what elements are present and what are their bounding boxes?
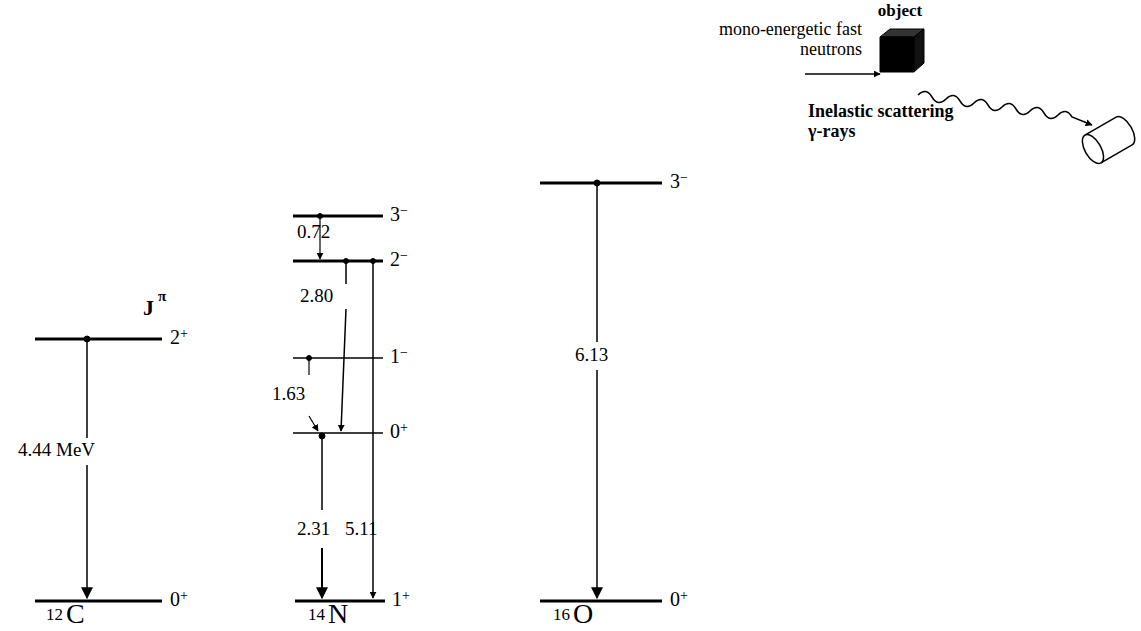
level-energy: 2.80	[300, 286, 333, 307]
level-energy: 2.31	[297, 519, 330, 540]
spin-parity: 2−	[390, 248, 408, 270]
spin-axis-label: J	[143, 296, 154, 320]
spin-parity: 2+	[170, 326, 188, 348]
mass-number: 14	[308, 606, 325, 625]
gamma-label: Inelastic scattering γ-rays	[808, 102, 958, 142]
level-energy: 6.13	[575, 345, 608, 366]
element-symbol: O	[573, 599, 593, 630]
beam-label: mono-energetic fast neutrons	[712, 20, 862, 60]
object-cube: object	[862, 2, 938, 77]
spin-parity: 0+	[170, 588, 188, 610]
spin-parity: 3−	[670, 170, 688, 192]
level-energy: 4.44 MeV	[18, 440, 95, 461]
level-energy: 5.11	[345, 519, 378, 540]
spin-parity: 1+	[392, 588, 410, 610]
cube-shape	[862, 27, 938, 77]
element-symbol: N	[328, 599, 348, 630]
mass-number: 16	[553, 606, 570, 625]
spin-axis-label: π	[158, 288, 166, 305]
element-symbol: C	[66, 599, 85, 630]
level-energy: 1.63	[272, 384, 305, 405]
spin-parity: 3−	[390, 203, 408, 225]
spin-parity: 0+	[390, 420, 408, 442]
spin-parity: 1−	[390, 345, 408, 367]
mass-number: 12	[46, 606, 63, 625]
level-energy: 0.72	[297, 222, 330, 243]
spin-parity: 0+	[670, 588, 688, 610]
object-label: object	[862, 2, 938, 21]
